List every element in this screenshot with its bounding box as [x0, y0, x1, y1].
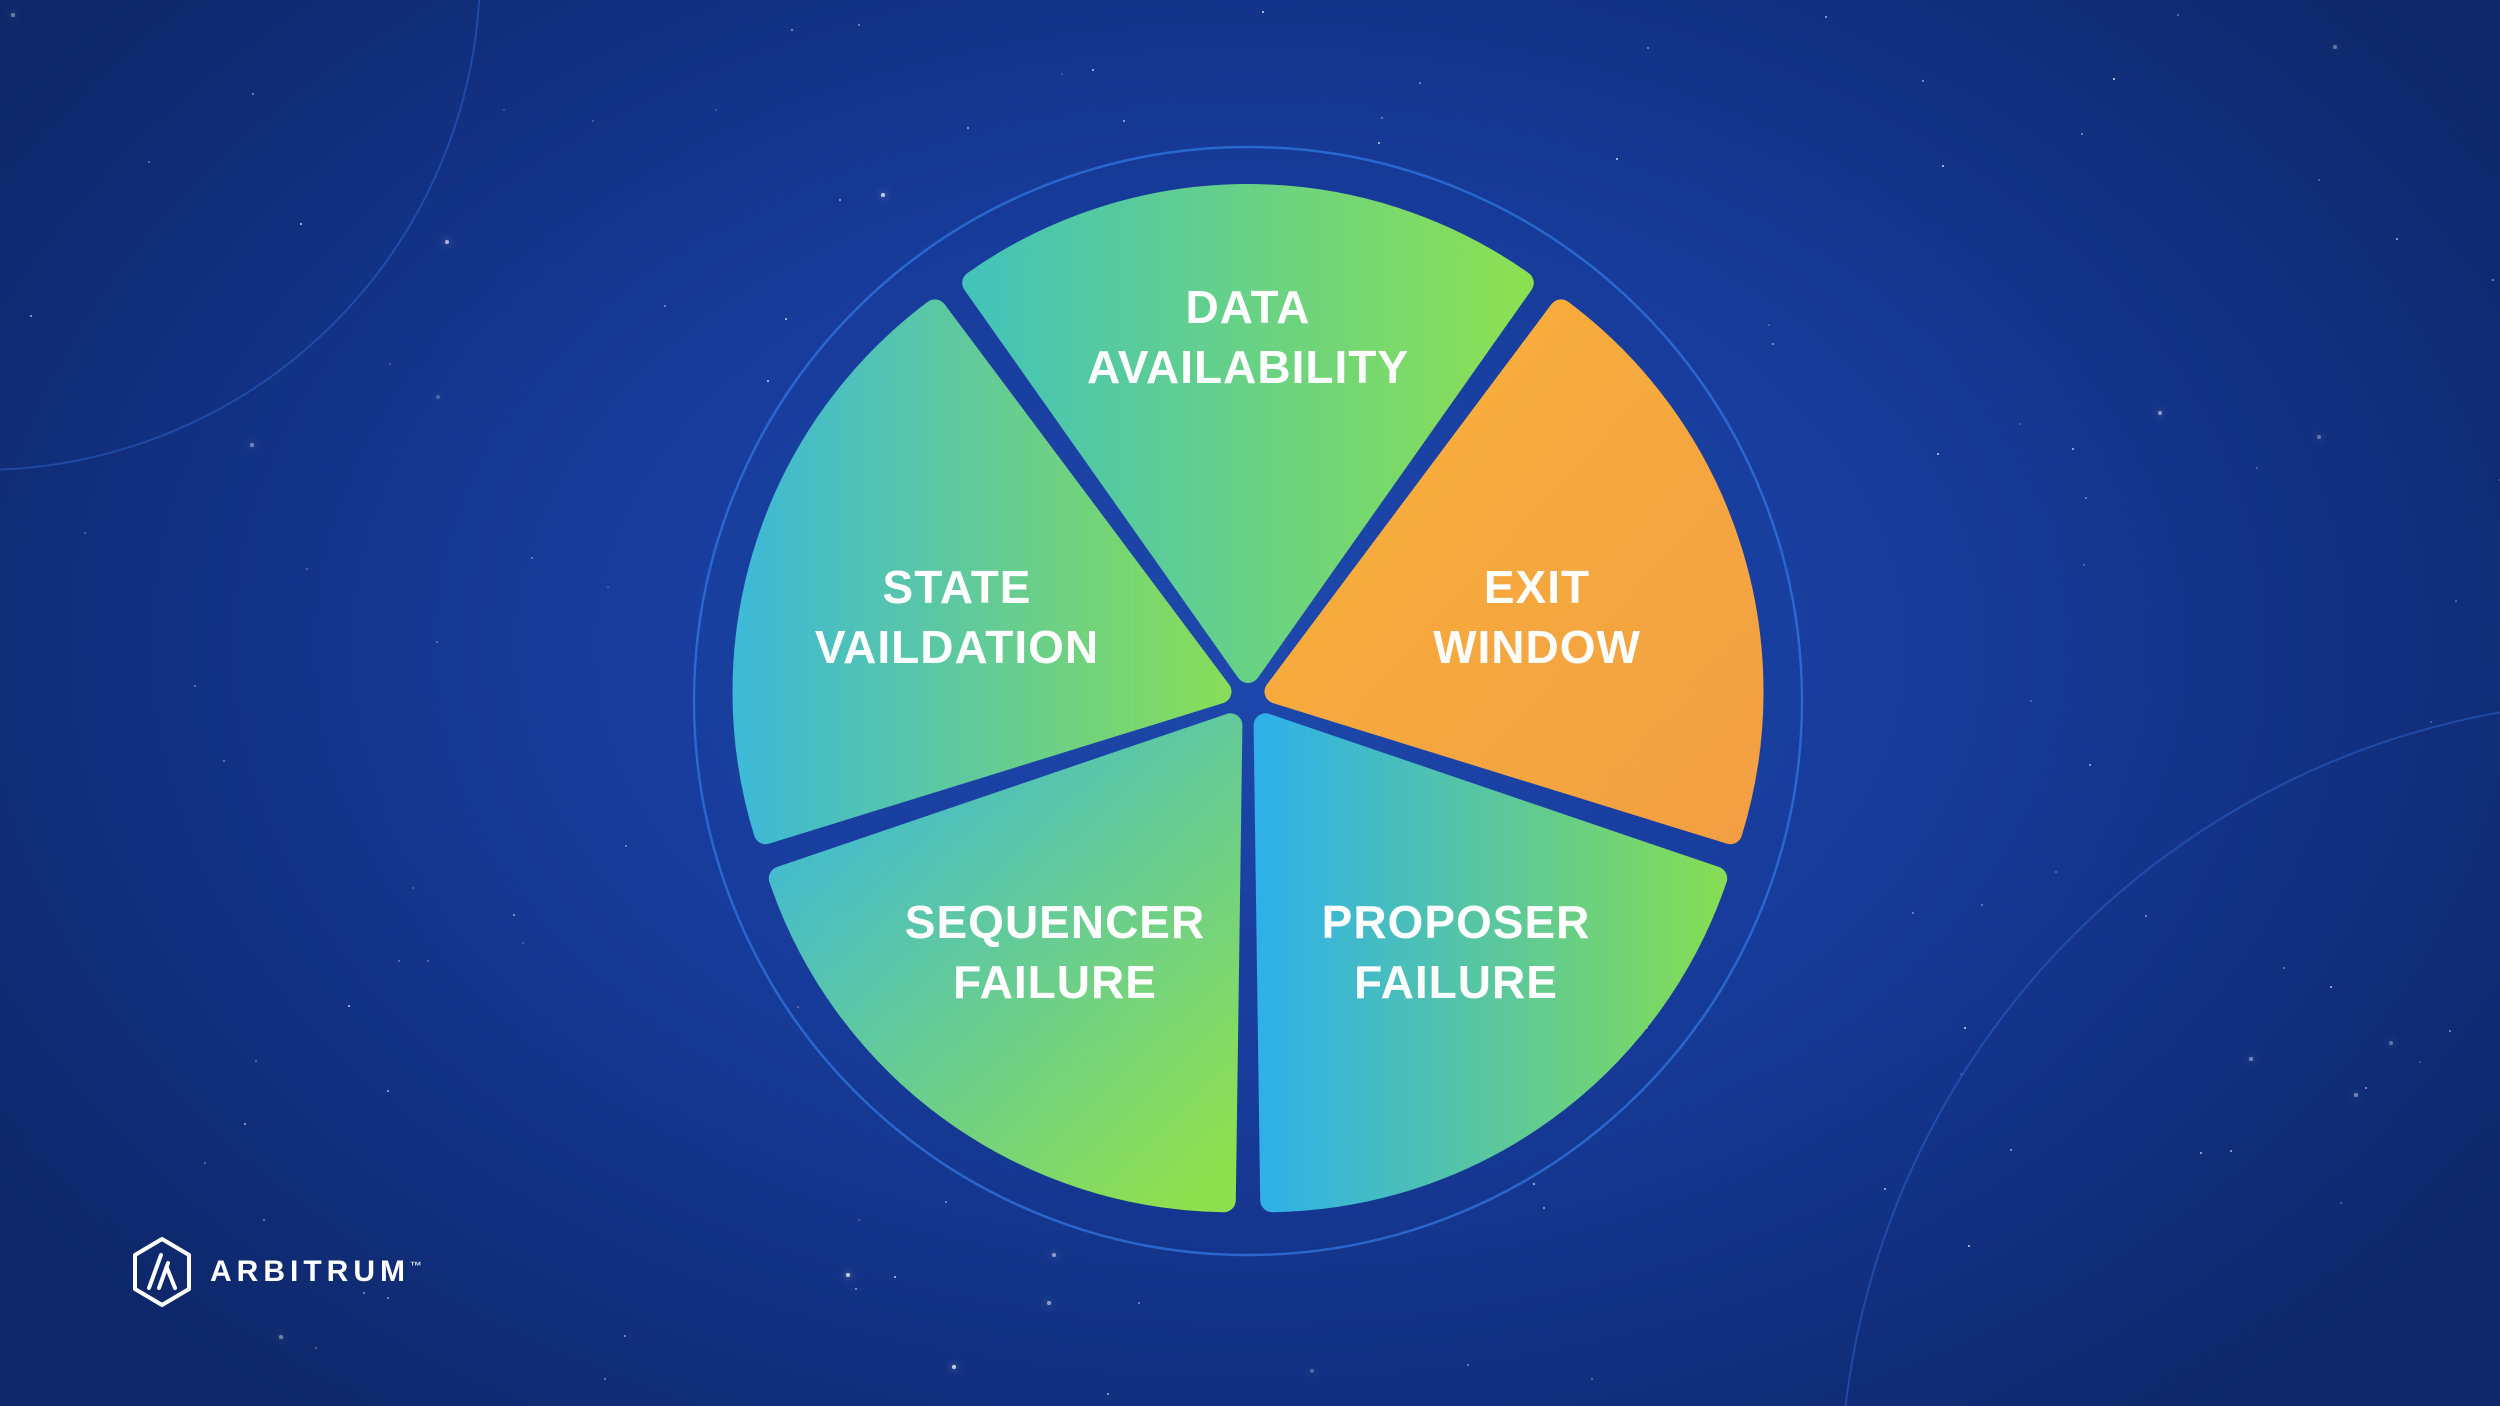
label-proposer-failure: PROPOSER FAILURE — [1322, 893, 1591, 1013]
arbitrum-wordmark: ARBITRUM™ — [210, 1255, 422, 1289]
label-line: FAILURE — [1354, 956, 1558, 1008]
label-line: DATA — [1185, 281, 1311, 334]
label-line: VAILDATION — [814, 621, 1100, 673]
label-exit-window: EXIT WINDOW — [1433, 558, 1641, 678]
label-data-availability: DATA AVAILABILITY — [1087, 278, 1409, 398]
arbitrum-hexagon-icon — [133, 1237, 191, 1307]
decorative-arc-bottom-right — [1844, 711, 2500, 1406]
label-line: SEQUENCER — [904, 896, 1206, 949]
pie-slice-state-vaildation — [732, 299, 1232, 845]
label-sequencer-failure: SEQUENCER FAILURE — [905, 893, 1205, 1013]
label-line: FAILURE — [953, 956, 1157, 1008]
logo-trademark: ™ — [409, 1259, 422, 1273]
label-state-vaildation: STATE VAILDATION — [815, 558, 1099, 678]
pie-slice-exit-window — [1264, 299, 1764, 845]
arbitrum-logo: ARBITRUM™ — [130, 1236, 422, 1308]
wheel-outline-ring — [692, 145, 1804, 1257]
pie-slice-proposer-failure — [1253, 713, 1728, 1213]
label-line: STATE — [882, 561, 1032, 614]
label-line: PROPOSER — [1321, 896, 1591, 949]
pie-slice-sequencer-failure — [768, 713, 1243, 1213]
pie-slice-data-availability — [962, 184, 1534, 683]
label-line: AVAILABILITY — [1086, 341, 1410, 393]
label-line: WINDOW — [1433, 621, 1641, 673]
logo-text: ARBITRUM — [210, 1255, 410, 1288]
label-line: EXIT — [1483, 561, 1591, 614]
decorative-arc-top-left — [0, 0, 480, 471]
